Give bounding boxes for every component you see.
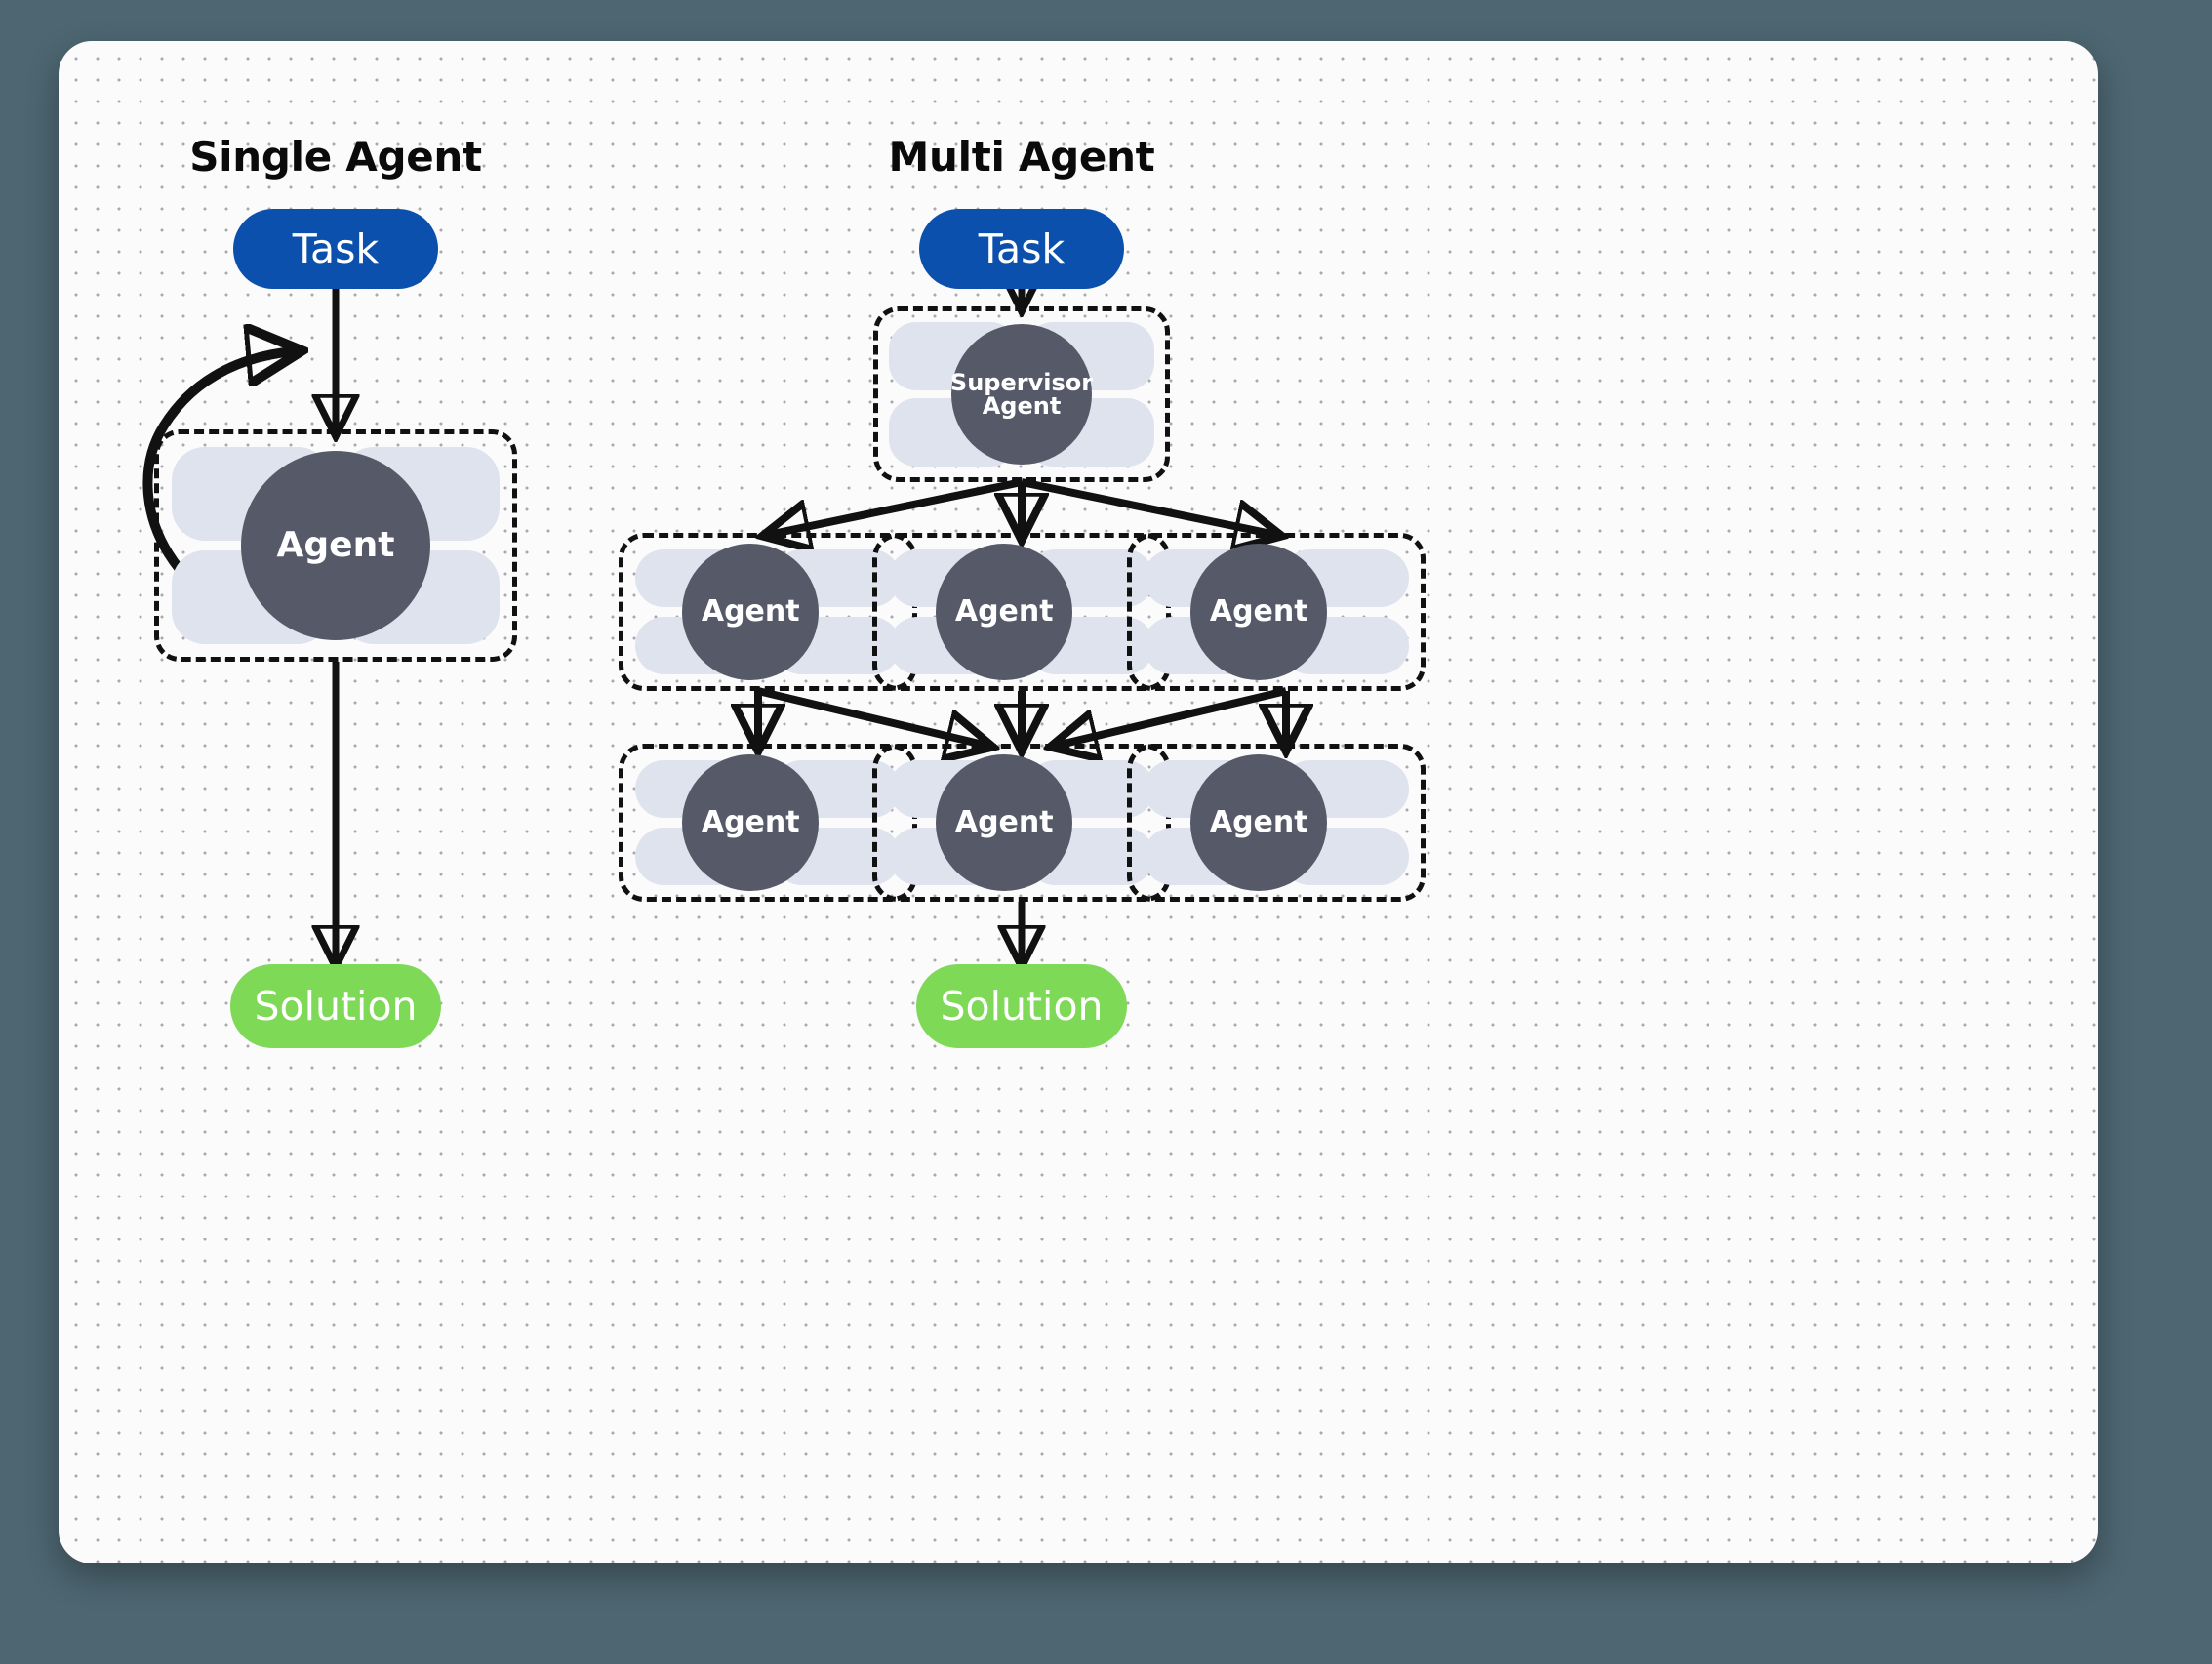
multi-solution-pill[interactable]: Solution bbox=[916, 964, 1127, 1048]
agent-circle[interactable]: Agent bbox=[936, 544, 1073, 680]
multi-task-pill[interactable]: Task bbox=[919, 209, 1124, 289]
agent-circle[interactable]: Agent bbox=[1190, 754, 1328, 891]
multi-row2-agent-node-3[interactable]: Agent bbox=[1127, 744, 1426, 902]
agent-circle[interactable]: Agent bbox=[682, 544, 820, 680]
multi-row1-agent-node-3[interactable]: Agent bbox=[1127, 533, 1426, 691]
supervisor-label-line-2: Agent bbox=[982, 392, 1062, 420]
wire-supervisor-to-agent-3 bbox=[1021, 478, 1276, 535]
supervisor-agent-node[interactable]: Supervisor Agent bbox=[873, 306, 1170, 482]
wire-agent-1-to-center bbox=[757, 687, 987, 746]
multi-row1-agent-node-1[interactable]: Agent bbox=[619, 533, 917, 691]
single-agent-node[interactable]: Agent bbox=[154, 429, 517, 662]
single-task-pill[interactable]: Task bbox=[233, 209, 438, 289]
supervisor-label-line-1: Supervisor bbox=[949, 368, 1094, 396]
single-solution-pill[interactable]: Solution bbox=[230, 964, 441, 1048]
agent-circle[interactable]: Agent bbox=[936, 754, 1073, 891]
wire-agent-3-to-center bbox=[1056, 687, 1287, 746]
agent-circle[interactable]: Agent bbox=[682, 754, 820, 891]
agent-circle[interactable]: Agent bbox=[1190, 544, 1328, 680]
multi-row2-agent-node-2[interactable]: Agent bbox=[872, 744, 1171, 902]
multi-agent-title: Multi Agent bbox=[888, 133, 1155, 181]
wire-supervisor-to-agent-1 bbox=[768, 478, 1023, 535]
single-agent-circle[interactable]: Agent bbox=[241, 451, 430, 640]
multi-row1-agent-node-2[interactable]: Agent bbox=[872, 533, 1171, 691]
diagram-card: Single Agent Task Agent Solution Multi A… bbox=[59, 41, 2098, 1563]
multi-row2-agent-node-1[interactable]: Agent bbox=[619, 744, 917, 902]
single-agent-title: Single Agent bbox=[189, 133, 482, 181]
supervisor-agent-circle[interactable]: Supervisor Agent bbox=[949, 324, 1094, 465]
